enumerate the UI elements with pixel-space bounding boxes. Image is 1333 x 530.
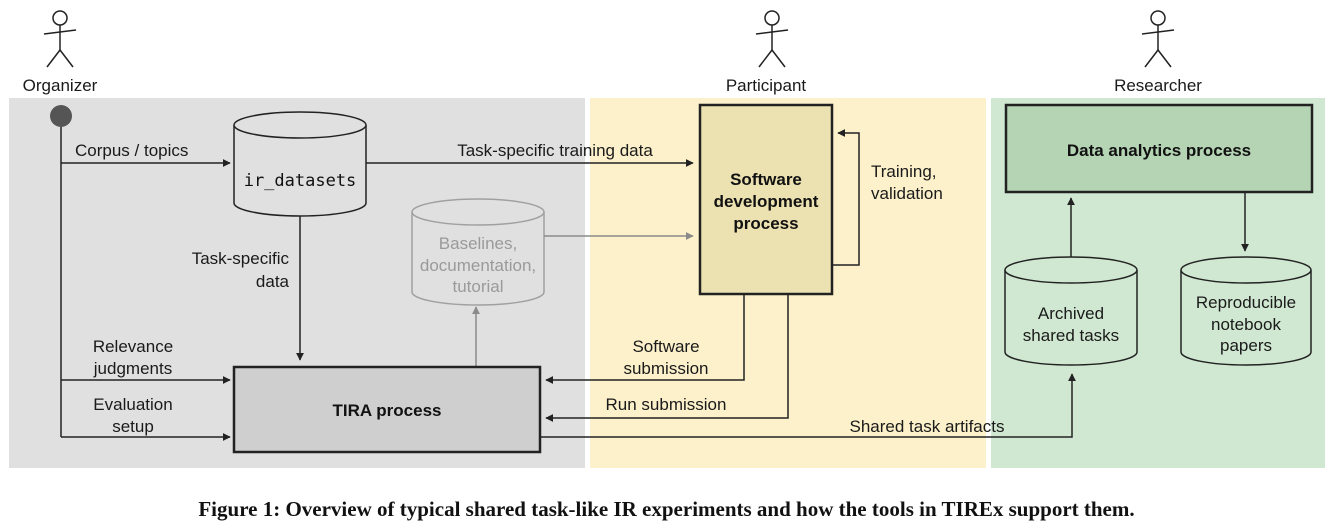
participant-actor-icon <box>755 10 789 68</box>
ir-datasets-label: ir_datasets <box>244 171 357 191</box>
software-submission-label: Software <box>632 337 699 356</box>
notebook-papers-label: papers <box>1220 336 1272 355</box>
archived-shared-tasks-label: Archived <box>1038 304 1104 323</box>
run-submission-arrow <box>545 294 789 422</box>
baselines-label: tutorial <box>452 277 503 296</box>
organizer-actor-icon <box>43 10 77 68</box>
researcher-label: Researcher <box>1114 76 1202 95</box>
task-specific-data-label: data <box>256 272 290 291</box>
relevance-label: Relevance <box>93 337 173 356</box>
participant-label: Participant <box>726 76 807 95</box>
data-analytics-box <box>1004 103 1314 194</box>
training-validation-label: validation <box>871 184 943 203</box>
software-development-label: process <box>733 214 798 233</box>
training-data-label: Task-specific training data <box>457 141 653 160</box>
task-specific-data-label: Task-specific <box>192 249 290 268</box>
data-analytics-label: Data analytics process <box>1067 141 1251 160</box>
software-development-label: Software <box>730 170 802 189</box>
tira-process-box <box>232 365 542 454</box>
run-submission-label: Run submission <box>606 395 727 414</box>
training-validation-loop <box>832 129 860 266</box>
software-development-label: development <box>714 192 819 211</box>
tira-process-label: TIRA process <box>333 401 442 420</box>
software-development-box <box>698 103 834 296</box>
evaluation-label: setup <box>112 417 154 436</box>
software-submission-arrow <box>545 294 745 384</box>
notebook-papers-store <box>1180 256 1312 366</box>
archived-shared-tasks-label: shared tasks <box>1023 326 1119 345</box>
training-validation-label: Training, <box>871 162 937 181</box>
start-node <box>50 105 72 127</box>
evaluation-label: Evaluation <box>93 395 172 414</box>
software-submission-label: submission <box>623 359 708 378</box>
notebook-papers-label: notebook <box>1211 315 1281 334</box>
notebook-papers-label: Reproducible <box>1196 293 1296 312</box>
figure-caption: Figure 1: Overview of typical shared tas… <box>198 497 1135 521</box>
baselines-label: Baselines, <box>439 234 517 253</box>
researcher-actor-icon <box>1141 10 1175 68</box>
ir-datasets-store <box>233 111 367 217</box>
organizer-label: Organizer <box>23 76 98 95</box>
shared-artifacts-arrow <box>540 373 1076 438</box>
baselines-label: documentation, <box>420 256 536 275</box>
archived-shared-tasks-store <box>1004 256 1138 366</box>
baselines-store <box>411 198 545 306</box>
corpus-topics-label: Corpus / topics <box>75 141 188 160</box>
shared-artifacts-label: Shared task artifacts <box>850 417 1005 436</box>
relevance-label: judgments <box>93 359 172 378</box>
